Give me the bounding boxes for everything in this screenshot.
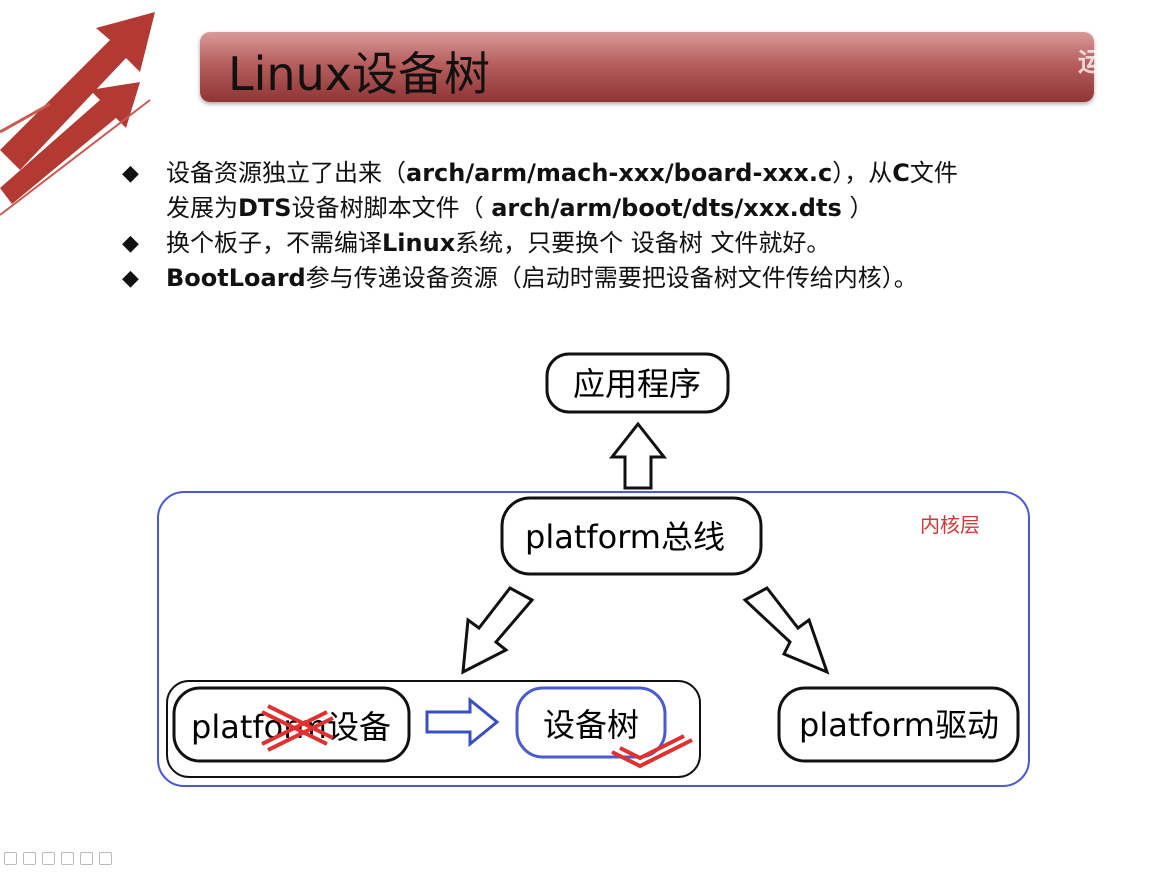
logo-arrows-icon — [0, 12, 155, 216]
slide-toolbar — [4, 852, 112, 865]
bullet-text: 设备资源独立了出来（ — [166, 159, 406, 187]
bullet-text: 换个板子，不需编译 — [166, 229, 382, 257]
bullet-text: DTS — [238, 194, 292, 222]
bullet-text: ），从 — [832, 159, 893, 187]
highlighter-icon[interactable] — [61, 852, 74, 865]
diamond-bullet-icon: ◆ — [122, 161, 139, 186]
bullet-list: ◆ 设备资源独立了出来（arch/arm/mach-xxx/board-xxx.… — [122, 156, 1132, 296]
bullet-text: 发展为 — [166, 194, 238, 222]
corner-faded-text: 运输机 — [1078, 48, 1157, 78]
pointer-icon[interactable] — [80, 852, 93, 865]
screen-icon[interactable] — [99, 852, 112, 865]
bullet-text: 参与传递设备资源（启动时需要把设备树文件传给内核）。 — [305, 264, 918, 292]
bus-box — [500, 496, 763, 576]
cross-mark-icon — [261, 704, 334, 752]
driver-box — [777, 686, 1020, 763]
app-box — [545, 352, 730, 414]
up-arrow-icon — [608, 421, 668, 490]
bullet-item: ◆ BootLoard参与传递设备资源（启动时需要把设备树文件传给内核）。 — [122, 261, 1132, 296]
driver-label: platform驱动 — [799, 706, 999, 744]
bullet-item: ◆ 换个板子，不需编译Linux系统，只要换个 设备树 文件就好。 — [122, 226, 1132, 261]
kernel-layer-label: 内核层 — [920, 513, 980, 537]
pen-tool-icon[interactable] — [4, 852, 17, 865]
title-bar — [200, 32, 1094, 102]
device-group-box — [166, 680, 701, 778]
right-arrow-icon — [425, 696, 500, 748]
check-mark-icon — [611, 734, 693, 769]
slide-title: Linux设备树 — [228, 47, 490, 101]
bullet-text: 设备树脚本文件（ — [291, 194, 492, 222]
bullet-text: 系统，只要换个 设备树 文件就好。 — [455, 229, 831, 257]
bullet-text: ） — [841, 194, 874, 222]
kernel-layer-box — [157, 491, 1030, 787]
devtree-box — [515, 686, 667, 759]
app-label: 应用程序 — [573, 365, 701, 403]
bullet-text: arch/arm/mach-xxx/board-xxx.c — [406, 159, 833, 187]
diamond-bullet-icon: ◆ — [122, 231, 139, 256]
devtree-label: 设备树 — [543, 706, 639, 744]
bullet-text: arch/arm/boot/dts/xxx.dts — [491, 194, 842, 222]
bullet-text: 文件 — [909, 159, 958, 187]
diamond-bullet-icon: ◆ — [122, 266, 139, 291]
slides-icon[interactable] — [23, 852, 36, 865]
bus-label: platform总线 — [525, 518, 725, 556]
down-right-arrow-icon — [742, 586, 830, 675]
zoom-icon[interactable] — [42, 852, 55, 865]
down-left-arrow-icon — [461, 586, 535, 675]
bullet-text: BootLoard — [166, 264, 306, 292]
bullet-item: ◆ 设备资源独立了出来（arch/arm/mach-xxx/board-xxx.… — [122, 156, 1132, 226]
bullet-text: Linux — [382, 229, 456, 257]
bullet-text: C — [892, 159, 910, 187]
